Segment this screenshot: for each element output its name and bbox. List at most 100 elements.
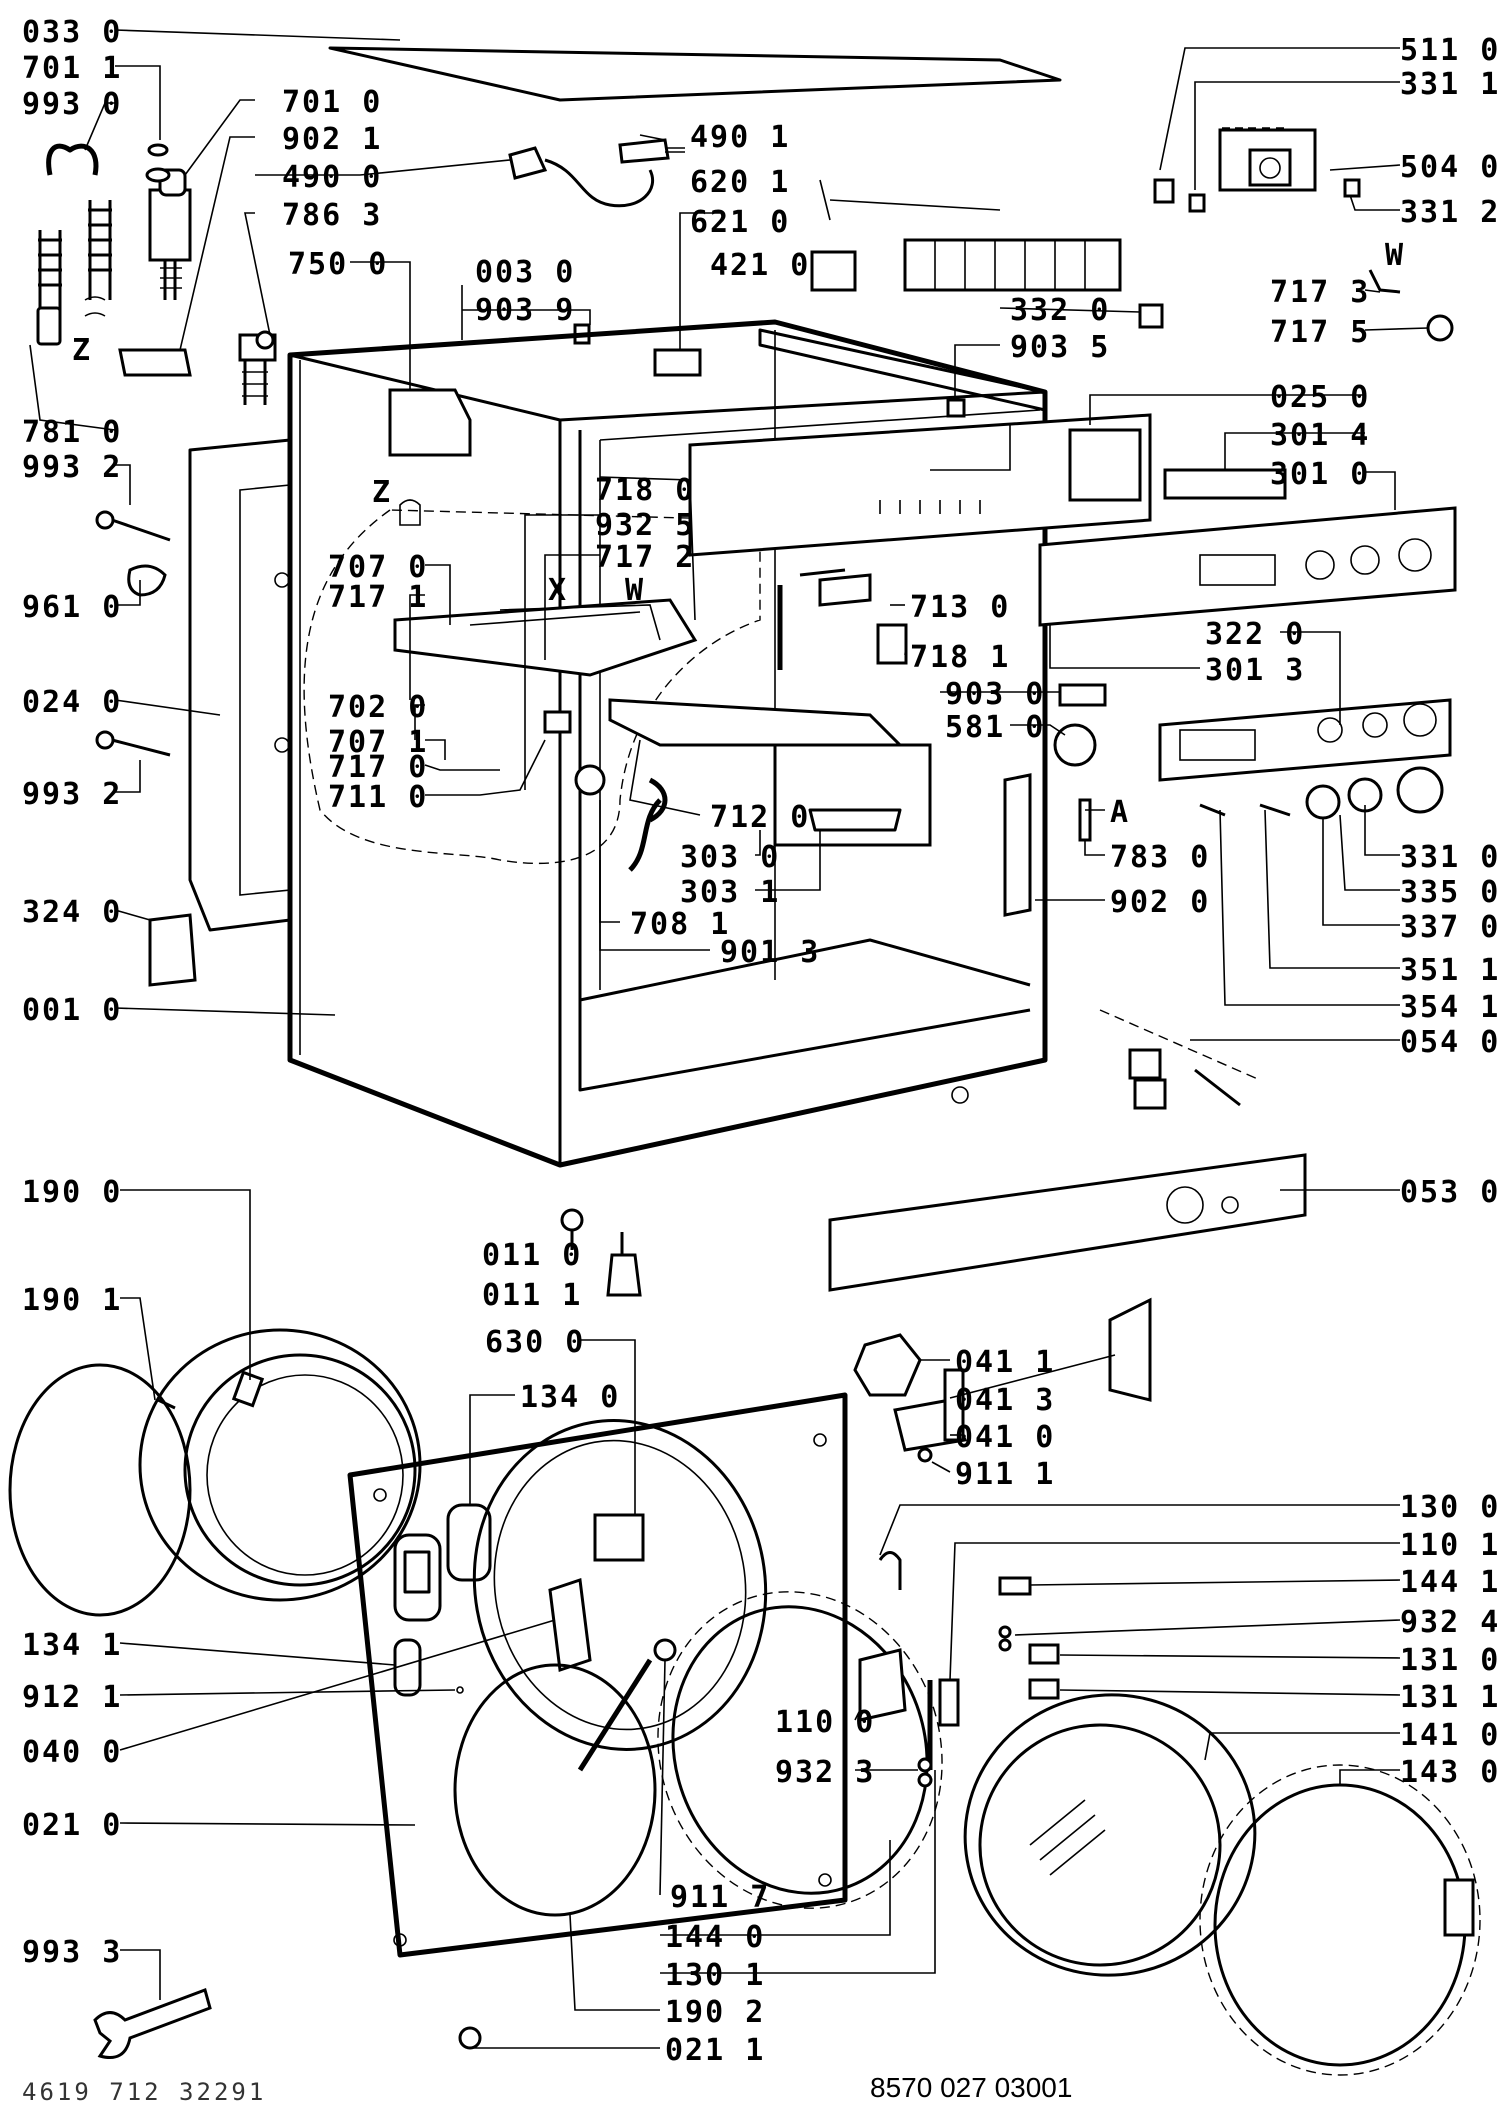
- door-ring-141: [963, 1693, 1257, 1977]
- label-054-0: 054 0: [1400, 1025, 1500, 1060]
- rod-783: [1078, 798, 1092, 842]
- pressure-connector: [238, 330, 277, 405]
- label-001-0: 001 0: [22, 993, 122, 1028]
- label-701-1: 701 1: [22, 51, 122, 86]
- hose-clip: [84, 296, 106, 317]
- label-134-1: 134 1: [22, 1628, 122, 1663]
- label-190-1: 190 1: [22, 1283, 122, 1318]
- label-053-0: 053 0: [1400, 1175, 1500, 1210]
- bracket-717-3: [1368, 269, 1401, 294]
- label-901-3: 901 3: [720, 935, 820, 970]
- label-134-0: 134 0: [520, 1380, 620, 1415]
- label-932-5: 932 5: [595, 508, 695, 543]
- label-110-0: 110 0: [775, 1705, 875, 1740]
- door-frame: [657, 1551, 960, 1909]
- label-331-2: 331 2: [1400, 195, 1500, 230]
- label-301-0: 301 0: [1270, 457, 1370, 492]
- part-750: [388, 388, 472, 457]
- label-351-1: 351 1: [1400, 953, 1500, 988]
- callout-labels: 033 0 701 1 993 0 781 0 993 2 961 0 024 …: [22, 15, 1500, 2106]
- label-717-2: 717 2: [595, 540, 695, 575]
- label-511-0: 511 0: [1400, 33, 1500, 68]
- label-932-3: 932 3: [775, 1755, 875, 1790]
- label-718-1: 718 1: [910, 640, 1010, 675]
- label-190-0: 190 0: [22, 1175, 122, 1210]
- knobs: [1199, 766, 1444, 820]
- label-324-0: 324 0: [22, 895, 122, 930]
- label-130-0: 130 0: [1400, 1490, 1500, 1525]
- label-003-0: 003 0: [475, 255, 575, 290]
- label-786-3: 786 3: [282, 198, 382, 233]
- label-911-7: 911 7: [670, 1880, 770, 1915]
- label-141-0: 141 0: [1400, 1718, 1500, 1753]
- label-783-0: 783 0: [1110, 840, 1210, 875]
- label-702-0: 702 0: [328, 690, 428, 725]
- door-lock-module: [1153, 127, 1361, 213]
- clip-903-5: [946, 398, 966, 418]
- label-041-0: 041 0: [955, 1420, 1055, 1455]
- inlet-valve: [145, 143, 192, 300]
- washer-717-5: [1426, 314, 1454, 342]
- interlock-054: [1099, 1009, 1261, 1110]
- door-lock-041: [853, 1297, 1152, 1463]
- label-993-2b: 993 2: [22, 777, 122, 812]
- label-a: A: [1110, 795, 1130, 830]
- strip-902: [1003, 773, 1032, 917]
- label-621-0: 621 0: [690, 205, 790, 240]
- label-331-1: 331 1: [1400, 67, 1500, 102]
- mains-cable: [508, 138, 685, 208]
- label-190-2: 190 2: [665, 1995, 765, 2030]
- part-961: [127, 564, 167, 597]
- label-322-0: 322 0: [1205, 617, 1305, 652]
- label-620-1: 620 1: [690, 165, 790, 200]
- connector-903-0: [1058, 683, 1107, 707]
- label-701-0: 701 0: [282, 85, 382, 120]
- top-cover: [328, 46, 1062, 102]
- hose-clamp-711: [574, 764, 606, 796]
- label-912-1: 912 1: [22, 1680, 122, 1715]
- label-717-0: 717 0: [328, 750, 428, 785]
- label-033-0: 033 0: [22, 15, 122, 50]
- label-143-0: 143 0: [1400, 1755, 1500, 1790]
- label-z-upper: Z: [72, 333, 92, 368]
- label-331-0: 331 0: [1400, 840, 1500, 875]
- label-421-0: 421 0: [710, 248, 810, 283]
- label-041-3: 041 3: [955, 1383, 1055, 1418]
- label-750-0: 750 0: [288, 247, 388, 282]
- label-781-0: 781 0: [22, 415, 122, 450]
- label-630-0: 630 0: [485, 1325, 585, 1360]
- label-717-1: 717 1: [328, 580, 428, 615]
- feet-011: [560, 1208, 642, 1297]
- label-024-0: 024 0: [22, 685, 122, 720]
- label-303-0: 303 0: [680, 840, 780, 875]
- plinth-053: [828, 1153, 1307, 1292]
- footer-right-code: 8570 027 03001: [870, 2072, 1072, 2103]
- display-panel: [1158, 698, 1452, 782]
- control-module: [688, 413, 1152, 557]
- label-490-1: 490 1: [690, 120, 790, 155]
- label-025-0: 025 0: [1270, 380, 1370, 415]
- label-903-0: 903 0: [945, 677, 1045, 712]
- label-354-1: 354 1: [1400, 990, 1500, 1025]
- label-504-0: 504 0: [1400, 150, 1500, 185]
- front-board-021: [347, 1392, 848, 1958]
- valve-bracket: [118, 348, 192, 377]
- connector-421: [653, 348, 702, 377]
- label-021-1: 021 1: [665, 2033, 765, 2068]
- label-131-1: 131 1: [1400, 1680, 1500, 1715]
- label-708-1: 708 1: [630, 907, 730, 942]
- label-303-1: 303 1: [680, 875, 780, 910]
- label-993-3: 993 3: [22, 1935, 122, 1970]
- label-332-0: 332 0: [1010, 293, 1110, 328]
- dispenser-drawer: [608, 698, 932, 847]
- label-993-0: 993 0: [22, 87, 122, 122]
- screws-993-2: [95, 510, 171, 757]
- label-041-1: 041 1: [955, 1345, 1055, 1380]
- drawing: [8, 46, 1481, 2076]
- label-301-3: 301 3: [1205, 653, 1305, 688]
- front-panel: [1038, 506, 1457, 627]
- label-932-4: 932 4: [1400, 1605, 1500, 1640]
- terminal-blocks: [810, 238, 1122, 292]
- switch-332: [1138, 303, 1164, 329]
